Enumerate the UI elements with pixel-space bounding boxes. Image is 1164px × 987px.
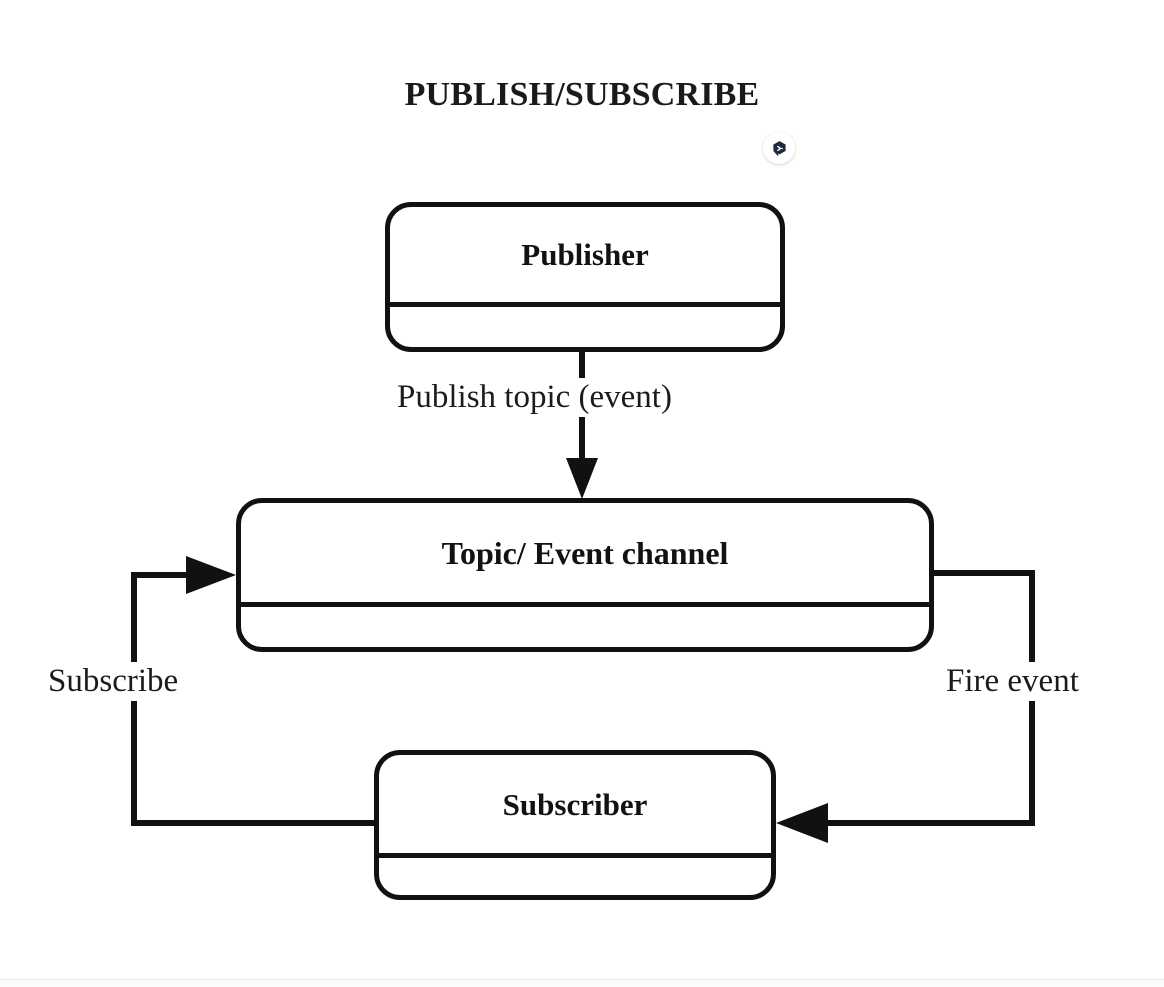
page-title: PUBLISH/SUBSCRIBE [404,76,760,113]
edge-label-subscribe: Subscribe [43,662,184,701]
edge-subscribe-arrowhead [186,556,236,594]
node-publisher-header: Publisher [390,207,780,307]
node-publisher-label: Publisher [521,237,649,272]
edge-publish-arrowhead [566,458,598,499]
node-subscriber-body [379,858,771,895]
node-subscriber[interactable]: Subscriber [374,750,776,900]
node-publisher[interactable]: Publisher [385,202,785,352]
edge-label-fire-event: Fire event [941,662,1084,701]
node-topic-event-channel[interactable]: Topic/ Event channel [236,498,934,652]
page-divider [0,979,1164,980]
node-subscriber-label: Subscriber [502,786,648,822]
edge-fire-event-arrowhead [776,803,828,843]
node-topic-body [241,607,929,647]
chat-bubble-icon[interactable] [763,132,795,164]
edge-label-publish: Publish topic (event) [392,378,677,417]
node-publisher-body [390,307,780,347]
node-topic-label: Topic/ Event channel [441,534,729,571]
node-topic-header: Topic/ Event channel [241,503,929,607]
node-subscriber-header: Subscriber [379,755,771,858]
page-footer [0,980,1164,987]
